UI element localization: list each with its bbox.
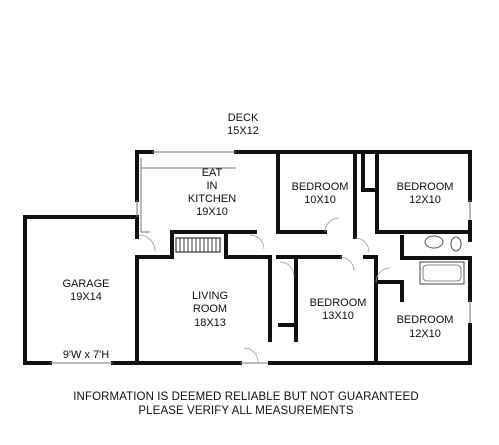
sink-icon	[424, 235, 444, 249]
deck-size: 15X12	[227, 125, 259, 137]
bathtub	[419, 261, 465, 285]
interior-walls	[135, 150, 472, 365]
stairs	[175, 237, 221, 253]
kitchen-line3: KITCHEN	[188, 193, 236, 205]
toilet-icon	[450, 236, 462, 252]
bathroom-fixtures	[419, 235, 465, 285]
kitchen-line1: EAT	[202, 167, 223, 179]
bedroom4-name: BEDROOM	[397, 314, 454, 326]
garage-size: 19X14	[70, 291, 102, 303]
disclaimer-line1: INFORMATION IS DEEMED RELIABLE BUT NOT G…	[73, 391, 418, 403]
bedroom2-name: BEDROOM	[397, 181, 454, 193]
disclaimer-line2: PLEASE VERIFY ALL MEASUREMENTS	[138, 405, 353, 417]
bedroom3-size: 13X10	[322, 310, 354, 322]
bedroom1-size: 10X10	[304, 194, 336, 206]
bedroom1-name: BEDROOM	[292, 181, 349, 193]
kitchen-counter	[140, 158, 236, 233]
garage-door-size: 9'W x 7'H	[63, 349, 109, 361]
bedroom4-size: 12X10	[409, 328, 441, 340]
door-swings	[138, 217, 391, 363]
living-line2: ROOM	[193, 303, 227, 315]
living-size: 18X13	[194, 317, 226, 329]
bedroom3-name: BEDROOM	[310, 297, 367, 309]
bedroom2-size: 12X10	[409, 194, 441, 206]
garage-walls	[23, 215, 139, 365]
garage-name: GARAGE	[62, 278, 109, 290]
living-line1: LIVING	[192, 290, 228, 302]
kitchen-size: 19X10	[196, 206, 228, 218]
deck-name: DECK	[228, 112, 259, 124]
kitchen-line2: IN	[207, 180, 218, 192]
